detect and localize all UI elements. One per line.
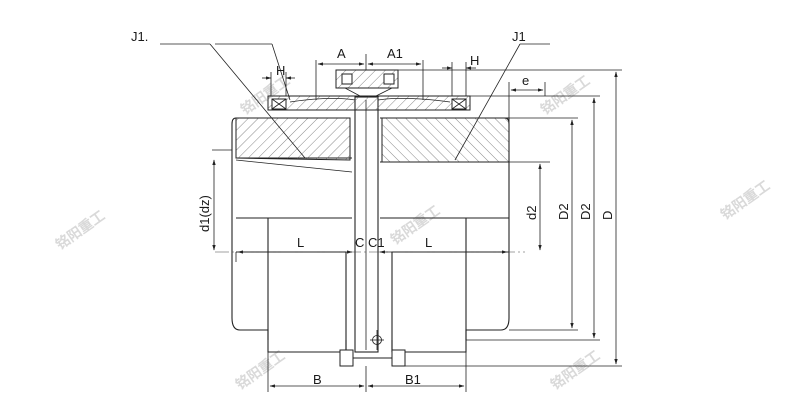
label-d: D: [600, 211, 615, 220]
label-b: B: [313, 372, 322, 387]
dimension-labels: J1. J1 H H A A1 e L L C C1 B B1 d1(dz) d…: [131, 29, 615, 387]
left-hub: [231, 117, 353, 353]
label-c: C: [355, 235, 364, 250]
watermark-7: 铭阳重工: [718, 177, 774, 223]
watermark-2: 铭阳重工: [238, 72, 294, 118]
label-j1-left: J1.: [131, 29, 148, 44]
label-d2-inner: D2: [556, 203, 571, 220]
label-a1: A1: [387, 46, 403, 61]
label-e: e: [522, 73, 529, 88]
label-l-right: L: [425, 235, 432, 250]
label-c1: C1: [368, 235, 385, 250]
label-h-right: H: [470, 53, 479, 68]
label-j1-right: J1: [512, 29, 526, 44]
dimension-lines: [160, 43, 622, 392]
label-h-left: H: [276, 63, 285, 78]
label-d1dz: d1(dz): [197, 195, 212, 232]
watermark-1: 铭阳重工: [53, 207, 109, 253]
watermark-5: 铭阳重工: [548, 347, 604, 393]
label-l-left: L: [297, 235, 304, 250]
right-hub: [380, 117, 510, 353]
watermark-3: 铭阳重工: [388, 202, 444, 248]
label-a: A: [337, 46, 346, 61]
label-d2: d2: [524, 206, 539, 220]
center-plate: [267, 69, 471, 367]
watermark-4: 铭阳重工: [538, 72, 594, 118]
label-d2-outer: D2: [578, 203, 593, 220]
label-b1: B1: [405, 372, 421, 387]
